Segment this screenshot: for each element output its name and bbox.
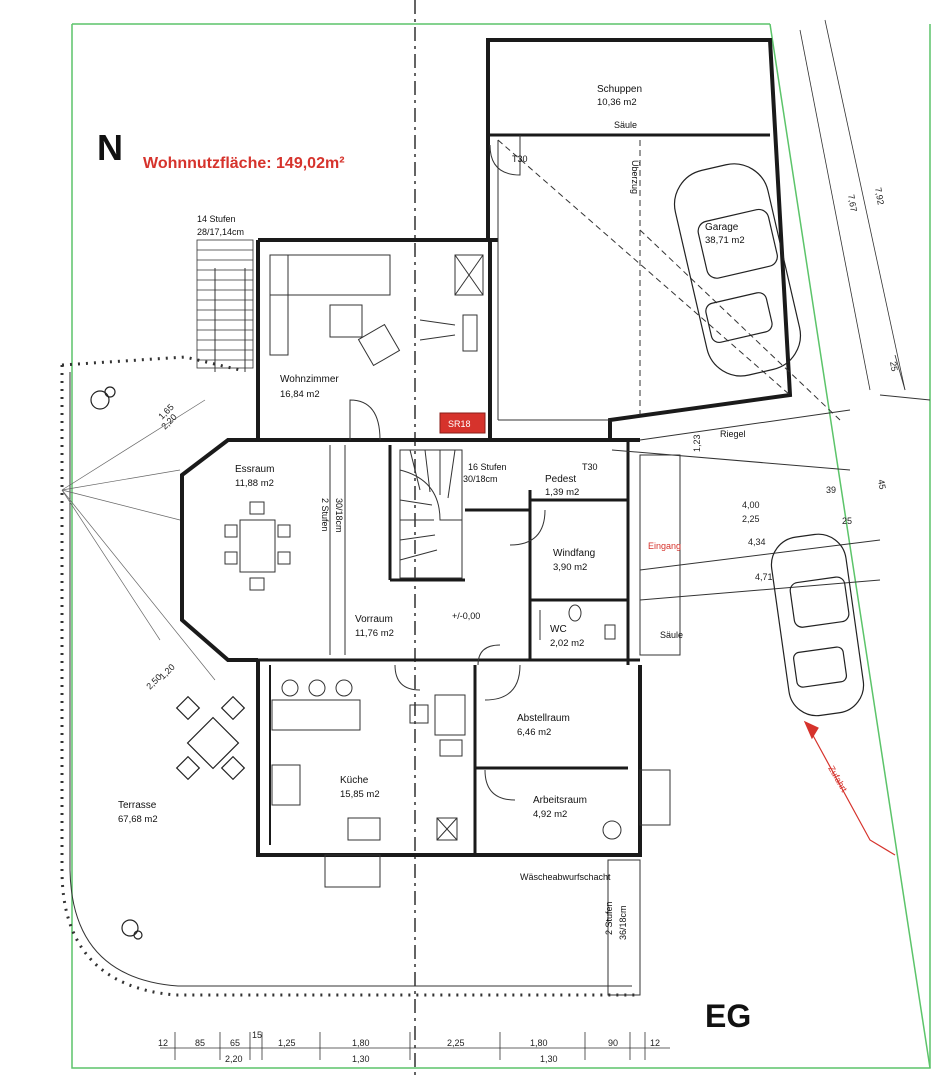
dim-right-0: 7,67 [846,194,859,213]
dim-entrance-5: 25 [842,516,852,526]
floor-label: EG [705,998,751,1034]
dim-entrance-4: 39 [826,485,836,495]
stairs-outside-size-label: 28/17,14cm [197,227,244,237]
dim-bottom-3: 15 [252,1030,262,1040]
dim-right-3: 45 [876,479,888,491]
driveway-label: Zufahrt [826,764,849,794]
room-name-vorraum: Vorraum [355,614,393,625]
dim-bottom-sub-2: 1,30 [540,1054,558,1064]
dim-entrance-1: 2,25 [742,514,760,524]
room-area-wc: 2,02 m2 [550,638,584,649]
room-name-arbeitsraum: Arbeitsraum [533,795,587,806]
terrace-table-icon [175,695,246,781]
garage-car-icon [673,163,802,377]
property-boundary [71,23,931,1069]
dimension-lines-right [799,19,906,391]
room-area-abstellraum: 6,46 m2 [517,727,551,738]
dim-bottom-5: 1,80 [352,1038,370,1048]
room-name-terrasse: Terrasse [118,800,157,811]
dim-bottom-0: 12 [158,1038,168,1048]
dim-right-2: 25 [888,361,900,373]
dim-bottom-9: 12 [650,1038,660,1048]
chimney-label: SR18 [448,419,471,429]
room-area-kueche: 15,85 m2 [340,789,380,800]
doors [349,135,546,801]
column-label-shed: Säule [614,120,637,130]
dim-entrance-0: 4,00 [742,500,760,510]
beam-label: Riegel [720,429,746,439]
dim-bottom-sub-0: 2,20 [225,1054,243,1064]
terrace-fan-lines [61,399,216,681]
dim-bottom-6: 2,25 [447,1038,465,1048]
dim-bottom-7: 1,80 [530,1038,548,1048]
room-area-terrasse: 67,68 m2 [118,814,158,825]
room-area-essraum: 11,88 m2 [235,478,274,489]
entrance-label: Eingang [648,541,681,551]
street-car-icon [770,533,865,717]
room-area-pedest: 1,39 m2 [545,487,579,498]
room-area-garage: 38,71 m2 [705,235,745,246]
room-name-wc: WC [550,624,567,635]
stairs-dining-label: 2 Stufen [320,498,330,532]
door-t30-garage-label: T30 [512,154,528,164]
stairs-outside-label: 14 Stufen [197,214,236,224]
dim-terrace-3: 1,20 [157,662,176,681]
room-name-essraum: Essraum [235,464,274,475]
north-label: N [97,127,123,168]
dim-bottom-1: 85 [195,1038,205,1048]
dim-bottom-2: 65 [230,1038,240,1048]
room-area-vorraum: 11,76 m2 [355,628,394,639]
room-name-schuppen: Schuppen [597,84,642,95]
plant-icon [90,386,143,940]
chimney-block [439,412,486,434]
dim-bottom-sub-1: 1,30 [352,1054,370,1064]
room-area-schuppen: 10,36 m2 [597,97,637,108]
dim-right-1: 7,92 [873,187,886,206]
laundry-chute-label: Wäscheabwurfschacht [520,872,611,882]
level-label: +/-0,00 [452,611,480,621]
room-area-arbeitsraum: 4,92 m2 [533,809,567,820]
dim-entrance-2: 4,34 [748,537,766,547]
room-name-windfang: Windfang [553,548,595,559]
room-name-abstellraum: Abstellraum [517,713,570,724]
stairs-back-size-label: 36/18cm [618,905,628,940]
room-name-pedest: Pedest [545,474,576,485]
dim-bottom-8: 90 [608,1038,618,1048]
column-label-entrance: Säule [660,630,683,640]
driveway-arrow [803,720,896,856]
total-area-label: Wohnnutzfläche: 149,02m² [143,155,345,172]
walls [180,38,793,857]
dim-bottom-4: 1,25 [278,1038,296,1048]
dim-entrance-6: 1,23 [692,434,702,452]
room-name-wohnzimmer: Wohnzimmer [280,374,339,385]
room-area-windfang: 3,90 m2 [553,562,587,573]
dimension-lines-bottom [160,1032,670,1060]
stairs-upper-label: 16 Stufen [468,462,507,472]
door-t30-landing-label: T30 [582,462,598,472]
stairs-dining-size-label: 30/18cm [334,498,344,533]
stairs-upper-size-label: 30/18cm [463,474,498,484]
room-area-wohnzimmer: 16,84 m2 [280,389,320,400]
room-name-garage: Garage [705,222,739,233]
stairs-back-label: 2 Stufen [604,901,614,935]
overhang-label: Überzug [630,160,640,194]
outside-stairs [196,239,254,369]
room-name-kueche: Küche [340,775,369,786]
dim-entrance-3: 4,71 [755,572,773,582]
